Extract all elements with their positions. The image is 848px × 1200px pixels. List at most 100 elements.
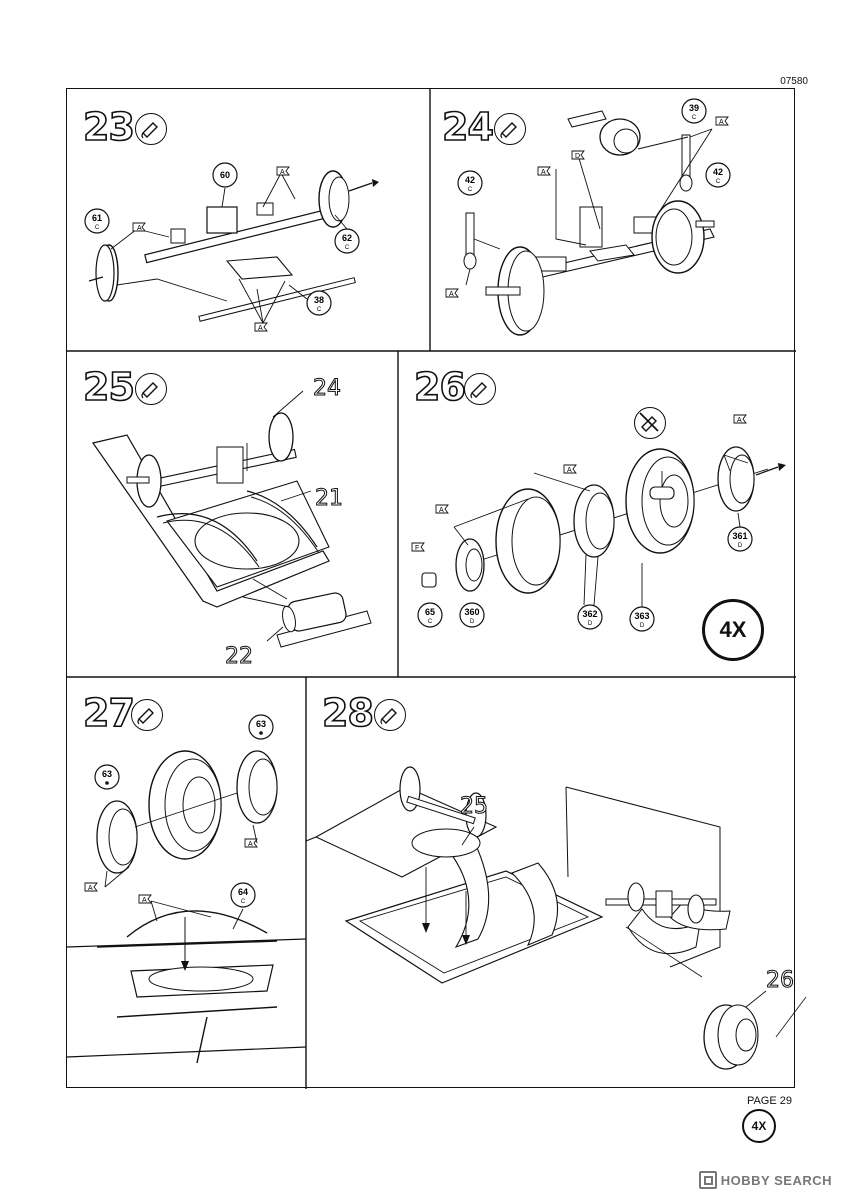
part-callout-64: 64 C <box>230 882 256 908</box>
svg-text:363: 363 <box>634 611 649 621</box>
step-23-panel: 23 <box>67 89 430 351</box>
svg-text:63: 63 <box>256 719 266 729</box>
part-callout-42: 42 C <box>457 170 483 196</box>
part-callout-362: 362 D <box>577 604 603 630</box>
watermark-text: HOBBY SEARCH <box>720 1172 832 1188</box>
glue-tube-icon <box>374 699 406 731</box>
adhesive-tag: A <box>254 322 268 332</box>
no-glue-icon <box>634 407 666 439</box>
step-number: 28 <box>321 690 374 736</box>
adhesive-tag: A <box>276 166 290 176</box>
svg-text:C: C <box>468 187 473 193</box>
part-callout-361: 361 D <box>727 526 753 552</box>
part-callout-61: 61 C <box>84 208 110 234</box>
watermark: HOBBY SEARCH <box>698 1171 832 1189</box>
glue-tube-icon <box>135 113 167 145</box>
instruction-frame: 23 <box>66 88 807 1143</box>
svg-text:61: 61 <box>92 213 102 223</box>
adhesive-tag: D <box>571 150 585 160</box>
svg-text:A: A <box>439 507 444 514</box>
multiplier-badge: 4X <box>742 1109 776 1143</box>
part-callout-363: 363 D <box>629 606 655 632</box>
svg-text:C: C <box>428 619 433 625</box>
assembly-ref-24: 24 <box>313 376 341 401</box>
part-callout-63: 63 <box>94 764 120 790</box>
part-callout-360: 360 D <box>459 602 485 628</box>
svg-text:A: A <box>737 417 742 424</box>
step-number: 27 <box>82 690 135 736</box>
svg-text:42: 42 <box>465 175 475 185</box>
svg-text:A: A <box>258 325 263 332</box>
adhesive-tag: A <box>435 504 449 514</box>
svg-text:42: 42 <box>713 167 723 177</box>
svg-text:A: A <box>541 169 546 176</box>
adhesive-tag: A <box>138 894 152 904</box>
svg-text:A: A <box>142 897 147 904</box>
adhesive-tag: A <box>132 222 146 232</box>
adhesive-tag: A <box>733 414 747 424</box>
multiplier-badge: 4X <box>702 599 764 661</box>
assembly-ref-21: 21 <box>315 486 343 511</box>
svg-text:38: 38 <box>314 295 324 305</box>
part-callout-38: 38 C <box>306 290 332 316</box>
svg-text:C: C <box>241 899 246 905</box>
part-callout-39: 39 C <box>681 98 707 124</box>
step-26-drawing: 65 C 360 D 362 D 363 D 361 D <box>411 414 786 632</box>
step-number: 23 <box>82 104 135 150</box>
svg-text:C: C <box>716 179 721 185</box>
svg-text:360: 360 <box>464 607 479 617</box>
svg-text:63: 63 <box>102 769 112 779</box>
step-26-panel: 26 <box>398 351 796 677</box>
svg-text:A: A <box>88 885 93 892</box>
document-code: 07580 <box>780 76 808 87</box>
svg-text:A: A <box>567 467 572 474</box>
svg-text:D: D <box>640 623 645 629</box>
svg-text:A: A <box>719 119 724 126</box>
svg-text:C: C <box>692 115 697 121</box>
step-28-panel: 28 <box>305 677 807 1143</box>
adhesive-tag: A <box>563 464 577 474</box>
adhesive-tag: A <box>445 288 459 298</box>
step-25-panel: 25 <box>67 351 398 677</box>
svg-text:C: C <box>345 245 350 251</box>
panel-grid <box>67 89 796 1089</box>
page-number: PAGE 29 <box>746 1095 792 1107</box>
glue-tube-icon <box>135 373 167 405</box>
svg-text:A: A <box>280 169 285 176</box>
svg-text:C: C <box>95 225 100 231</box>
part-callout-63: 63 <box>248 714 274 740</box>
step-27-drawing: 63 63 64 C A A A <box>66 714 307 1064</box>
step-24-drawing: 39 C 42 C 42 C A D A <box>445 98 731 336</box>
step-24-panel: 24 <box>430 89 796 351</box>
svg-text:F: F <box>415 545 419 552</box>
step-number: 25 <box>82 364 135 410</box>
adhesive-tag: A <box>244 838 258 848</box>
adhesive-tag: A <box>537 166 551 176</box>
step-number: 26 <box>413 364 466 410</box>
step-23-drawing: 60 61 C 62 C 38 C A A <box>84 162 379 332</box>
assembly-ref-25: 25 <box>460 794 488 819</box>
adhesive-tag: A <box>84 882 98 892</box>
svg-text:A: A <box>248 841 253 848</box>
step-25-drawing: 24 21 22 <box>92 376 372 670</box>
adhesive-tag: F <box>411 542 425 552</box>
svg-text:D: D <box>588 621 593 627</box>
svg-text:60: 60 <box>220 170 230 180</box>
glue-tube-icon <box>464 373 496 405</box>
watermark-logo-icon <box>698 1171 717 1189</box>
step-number: 24 <box>441 104 494 150</box>
svg-text:D: D <box>738 543 743 549</box>
svg-text:62: 62 <box>342 233 352 243</box>
assembly-ref-22: 22 <box>225 644 253 669</box>
part-callout-60: 60 <box>212 162 238 188</box>
svg-text:361: 361 <box>732 531 747 541</box>
assembly-ref-26: 26 <box>766 968 794 993</box>
part-callout-62: 62 C <box>334 228 360 254</box>
svg-text:362: 362 <box>582 609 597 619</box>
svg-text:64: 64 <box>238 887 248 897</box>
glue-tube-icon <box>494 113 526 145</box>
step-27-panel: 27 <box>66 677 307 1089</box>
svg-text:A: A <box>137 225 142 232</box>
step-28-drawing: 25 26 <box>305 766 807 1070</box>
part-callout-42: 42 C <box>705 162 731 188</box>
